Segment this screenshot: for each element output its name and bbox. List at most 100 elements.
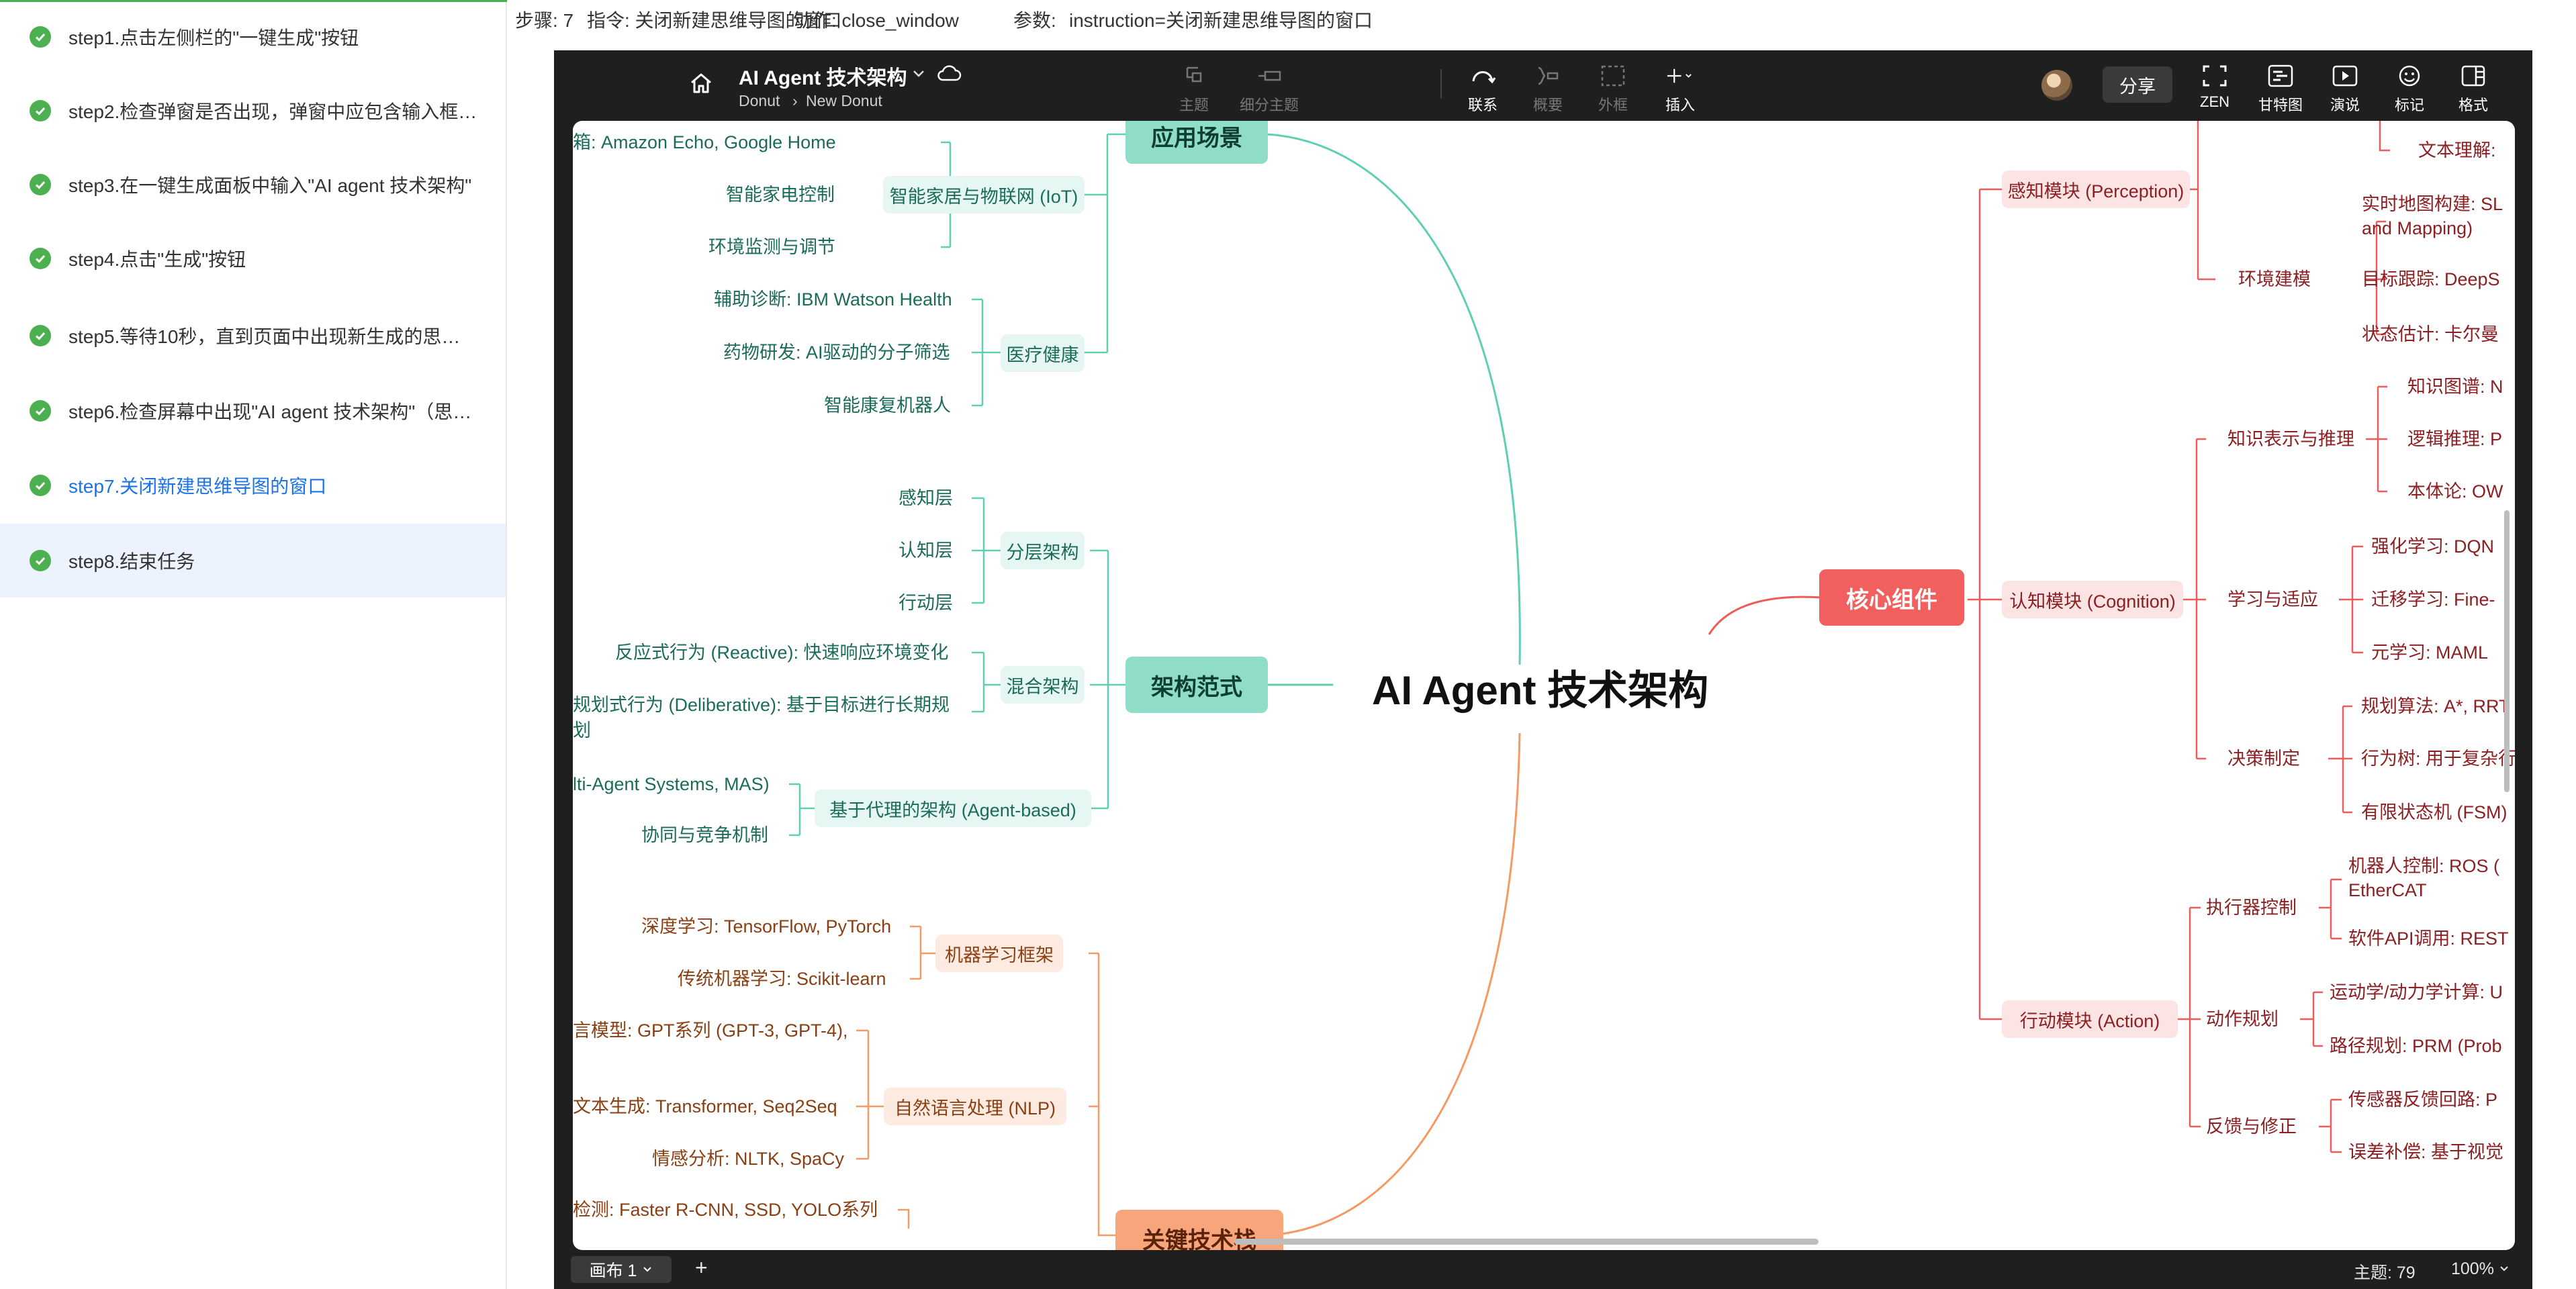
branch-arch-paradigm[interactable]: 架构范式 [1125,657,1268,713]
subtopic[interactable]: 行动层 [899,593,953,613]
home-icon[interactable] [688,70,714,96]
topic-medical[interactable]: 医疗健康 [1001,334,1085,372]
subtopic[interactable]: 误差补偿: 基于视觉 [2348,1142,2504,1162]
subtopic[interactable]: 文本理解: [2418,140,2496,160]
task-step-7[interactable]: step7.关闭新建思维导图的窗口 [0,448,506,522]
task-step-label: step2.检查弹窗是否出现，弹窗中应包含输入框和生成按钮 [68,101,478,122]
topic-cognition[interactable]: 认知模块 (Cognition) [2002,581,2183,618]
subtopic[interactable]: 智能家电控制 [726,185,835,205]
task-step-3[interactable]: step3.在一键生成面板中输入"AI agent 技术架构" [0,148,506,222]
subtopic[interactable]: lti-Agent Systems, MAS) [573,774,770,794]
subtopic[interactable]: 传感器反馈回路: P [2348,1090,2498,1110]
breadcrumb-root[interactable]: Donut [739,92,780,109]
subtopic-continued[interactable]: EtherCAT [2348,880,2427,900]
subtopic[interactable]: 行为树: 用于复杂行 [2361,749,2515,769]
subtopic[interactable]: 认知层 [899,540,953,561]
cloud-sync-icon[interactable] [935,62,962,84]
task-step-8[interactable]: step8.结束任务 [0,524,506,598]
pitch-button[interactable]: 演说 [2308,62,2382,116]
boundary-button[interactable]: 外框 [1576,62,1650,116]
mindmap-canvas[interactable]: AI Agent 技术架构 应用场景 架构范式 关键技术栈 核心组件 智能家居与… [573,121,2515,1250]
summary-button[interactable]: 概要 [1511,62,1585,116]
topic-button[interactable]: 主题 [1157,62,1231,116]
subtopic-knowledge[interactable]: 知识表示与推理 [2227,429,2354,449]
subtopic-actuator[interactable]: 执行器控制 [2206,898,2297,918]
document-title[interactable]: AI Agent 技术架构 [739,67,907,89]
topic-nlp[interactable]: 自然语言处理 (NLP) [884,1088,1066,1125]
subtopic[interactable]: 规划式行为 (Deliberative): 基于目标进行长期规 [573,695,950,715]
subtopic[interactable]: 有限状态机 (FSM) [2361,802,2508,822]
marker-button[interactable]: 标记 [2373,62,2446,116]
subtopic[interactable]: 目标跟踪: DeepS [2362,269,2500,289]
subtopic-icon [1254,62,1284,89]
canvas-tab[interactable]: 画布 1 [571,1256,672,1283]
subtopic[interactable]: 逻辑推理: P [2407,429,2503,449]
zen-icon [2200,62,2229,89]
subtopic-motion[interactable]: 动作规划 [2206,1009,2279,1029]
relation-button[interactable]: 联系 [1446,62,1520,116]
branch-app-scenarios[interactable]: 应用场景 [1125,121,1268,164]
avatar[interactable] [2041,70,2072,101]
subtopic[interactable]: 感知层 [899,488,953,508]
topic-agent-based[interactable]: 基于代理的架构 (Agent-based) [815,790,1091,827]
subtopic[interactable]: 路径规划: PRM (Prob [2330,1036,2502,1056]
topic-smart-home[interactable]: 智能家居与物联网 (IoT) [883,176,1085,213]
subtopic[interactable]: 实时地图构建: SL [2362,194,2503,214]
branch-core-components[interactable]: 核心组件 [1819,569,1964,626]
subtopic[interactable]: 箱: Amazon Echo, Google Home [573,132,836,152]
subtopic-continued[interactable]: 划 [573,720,591,741]
task-step-4[interactable]: step4.点击"生成"按钮 [0,222,506,295]
topic-hybrid[interactable]: 混合架构 [1001,666,1085,704]
horizontal-scrollbar[interactable] [1234,1239,1819,1245]
subtopic-continued[interactable]: and Mapping) [2362,218,2473,238]
subtopic[interactable]: 智能康复机器人 [824,395,951,416]
topic-action[interactable]: 行动模块 (Action) [2002,1000,2178,1038]
topic-ml-framework[interactable]: 机器学习框架 [935,935,1063,972]
root-topic[interactable]: AI Agent 技术架构 [1372,668,1709,713]
vertical-scrollbar[interactable] [2504,510,2510,792]
share-button[interactable]: 分享 [2103,66,2172,103]
format-button[interactable]: 格式 [2436,62,2510,116]
progress-line [0,0,507,2]
subtopic[interactable]: 迁移学习: Fine- [2371,589,2495,610]
insert-button[interactable]: 插入 [1643,62,1717,116]
breadcrumb-current[interactable]: New Donut [806,92,882,109]
gantt-button[interactable]: 甘特图 [2244,62,2317,116]
subtopic-env-model[interactable]: 环境建模 [2238,269,2311,289]
subtopic[interactable]: 深度学习: TensorFlow, PyTorch [641,916,892,937]
zoom-level[interactable]: 100% [2451,1259,2510,1279]
task-step-6[interactable]: step6.检查屏幕中出现"AI agent 技术架构"（思维导图） [0,374,506,448]
subtopic[interactable]: 元学习: MAML [2371,642,2489,663]
subtopic[interactable]: 运动学/动力学计算: U [2330,982,2503,1002]
subtopic[interactable]: 软件API调用: REST [2348,928,2509,949]
subtopic[interactable]: 文本生成: Transformer, Seq2Seq [573,1096,837,1116]
subtopic-learning[interactable]: 学习与适应 [2227,589,2318,610]
topic-perception[interactable]: 感知模块 (Perception) [2002,171,2190,208]
subtopic[interactable]: 规划算法: A*, RRT [2361,696,2510,716]
zen-button[interactable]: ZEN [2178,62,2252,116]
subtopic[interactable]: 传统机器学习: Scikit-learn [678,969,886,989]
subtopic-decision[interactable]: 决策制定 [2227,749,2300,769]
task-step-2[interactable]: step2.检查弹窗是否出现，弹窗中应包含输入框和生成按钮 [0,74,506,148]
subtopic-feedback[interactable]: 反馈与修正 [2206,1116,2297,1137]
subtopic-button[interactable]: 细分主题 [1232,62,1306,116]
subtopic[interactable]: 强化学习: DQN [2371,536,2495,557]
subtopic[interactable]: 本体论: OW [2407,481,2503,502]
add-canvas-button[interactable]: + [695,1255,708,1280]
task-step-1[interactable]: step1.点击左侧栏的"一键生成"按钮 [0,0,506,74]
subtopic[interactable]: 药物研发: AI驱动的分子筛选 [723,342,950,363]
subtopic[interactable]: 情感分析: NLTK, SpaCy [652,1149,845,1169]
subtopic[interactable]: 机器人控制: ROS ( [2348,856,2500,876]
subtopic[interactable]: 反应式行为 (Reactive): 快速响应环境变化 [615,642,949,663]
subtopic[interactable]: 状态估计: 卡尔曼 [2362,324,2499,344]
topic-layered[interactable]: 分层架构 [1001,532,1085,569]
chevron-down-icon[interactable] [910,65,927,83]
status-params-label: 参数: [1013,10,1056,31]
subtopic[interactable]: 言模型: GPT系列 (GPT-3, GPT-4), [573,1020,848,1041]
subtopic[interactable]: 辅助诊断: IBM Watson Health [714,289,952,309]
subtopic[interactable]: 环境监测与调节 [708,237,835,257]
subtopic[interactable]: 检测: Faster R-CNN, SSD, YOLO系列 [573,1200,878,1220]
subtopic[interactable]: 协同与竞争机制 [641,825,768,845]
task-step-5[interactable]: step5.等待10秒，直到页面中出现新生成的思维导图 [0,299,506,373]
subtopic[interactable]: 知识图谱: N [2407,377,2503,397]
